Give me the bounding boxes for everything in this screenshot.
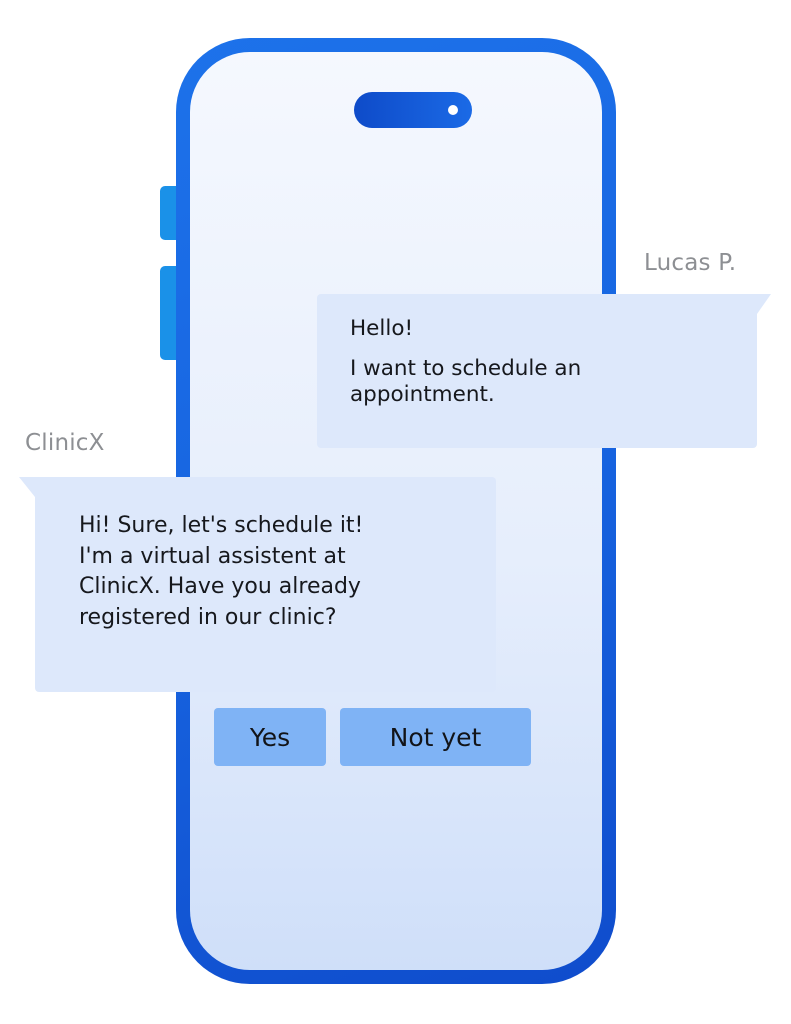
bubble-tail [757,294,771,314]
user-message-bubble: Hello! I want to schedule an appointment… [317,294,771,448]
message-line: ClinicX. Have you already [79,574,361,599]
message-line: registered in our clinic? [79,604,337,630]
message-line: I want to schedule an [350,356,582,381]
sender-name-user: Lucas P. [644,250,737,276]
bot-message-bubble: Hi! Sure, let's schedule it! I'm a virtu… [19,477,496,692]
phone-side-button [160,186,176,240]
message-line: appointment. [350,382,495,407]
quick-reply-not-yet-button[interactable]: Not yet [340,708,531,766]
phone-notch [354,92,472,128]
message-line: Hello! [350,316,414,341]
phone-volume-button [160,266,176,360]
bubble-tail [19,477,35,497]
sender-name-bot: ClinicX [25,430,105,456]
camera-icon [448,105,458,115]
message-line: Hi! Sure, let's schedule it! [79,513,364,538]
message-line: I'm a virtual assistent at [79,543,346,569]
quick-reply-yes-button[interactable]: Yes [214,708,326,766]
